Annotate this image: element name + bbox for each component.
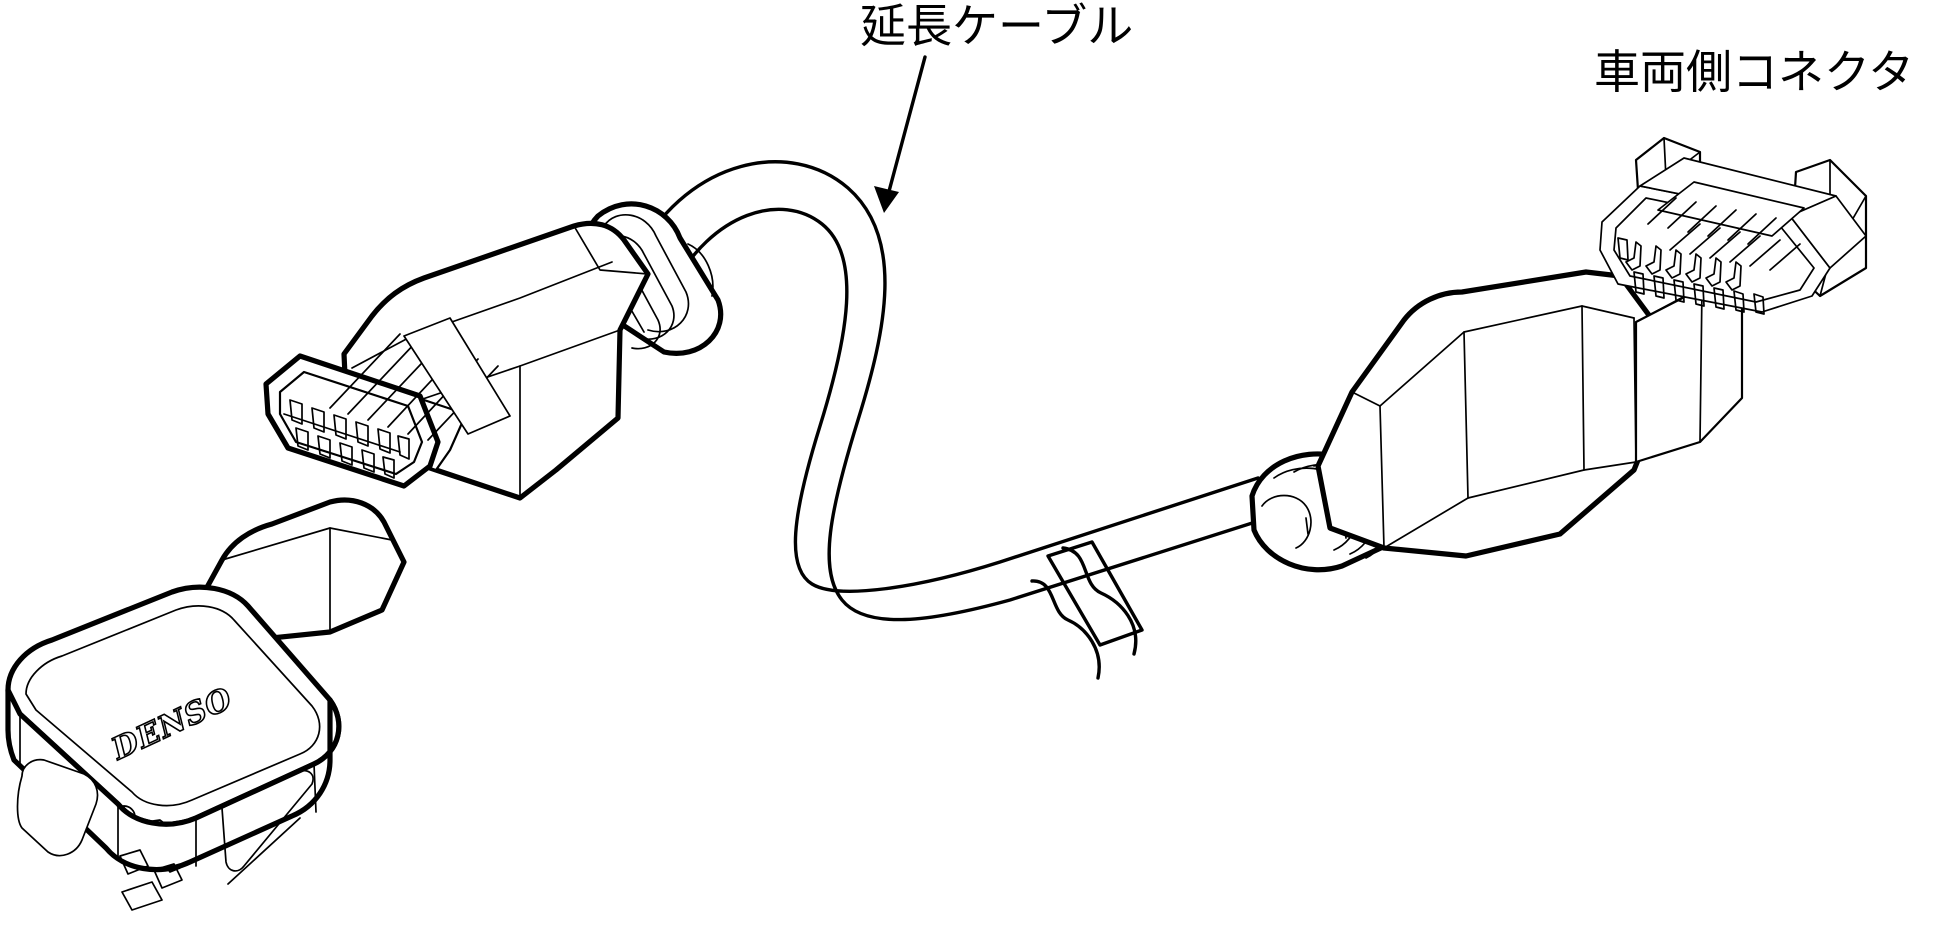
label-extension-cable: 延長ケーブル	[860, 0, 1133, 213]
obd-female-pin-slats	[1647, 197, 1801, 271]
obd-female-pins-top	[1617, 237, 1742, 291]
denso-obd-adapter: DENSO	[5, 497, 407, 911]
obd-female-pins-bottom	[1633, 271, 1765, 315]
label-vehicle-side-connector-text: 車両側コネクタ	[1594, 45, 1914, 99]
label-vehicle-side-connector: 車両側コネクタ	[1594, 45, 1914, 99]
obd-female-connector	[1599, 136, 1868, 315]
obd-pin-face-left	[263, 353, 441, 489]
extension-cable	[638, 160, 1270, 622]
obd-male-plug-right	[1315, 269, 1744, 559]
leader-line-extension-cable	[874, 55, 927, 213]
arrowhead-icon	[874, 186, 899, 213]
button-cluster[interactable]	[119, 849, 183, 911]
obd-male-plug-left	[263, 220, 651, 501]
cable-break-symbol	[1030, 540, 1144, 680]
label-extension-cable-text: 延長ケーブル	[860, 0, 1133, 53]
